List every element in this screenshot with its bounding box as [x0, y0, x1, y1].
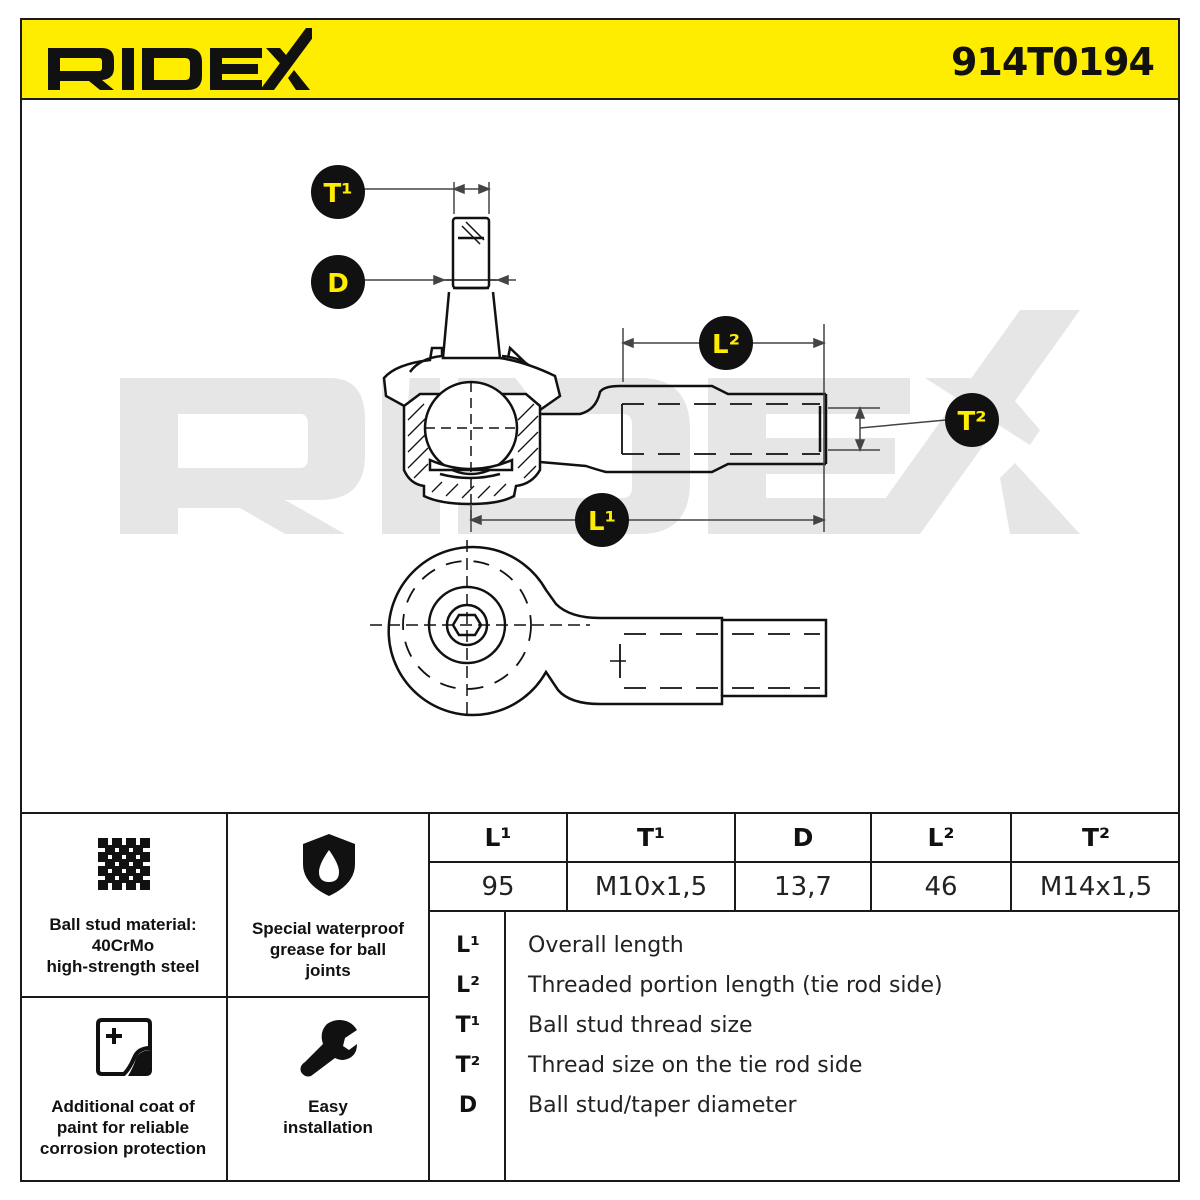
feature-paint: Additional coat of paint for reliable co… [20, 998, 228, 1182]
info-panel: Ball stud material: 40CrMo high-strength… [20, 812, 1180, 1182]
legend-row: T¹ Ball stud thread size [430, 1006, 1180, 1046]
dimension-lines [362, 182, 947, 532]
paint-coat-icon [96, 1018, 152, 1076]
side-view [382, 216, 828, 520]
feature-text-line: installation [283, 1118, 373, 1137]
svg-text:T¹: T¹ [323, 179, 352, 209]
feature-text-line: paint for reliable [56, 1118, 190, 1137]
feature-text-line: joints [305, 961, 351, 980]
callout-t2: T² [945, 393, 999, 447]
legend-description: Threaded portion length (tie rod side) [528, 973, 943, 998]
callout-l1: L¹ [575, 493, 629, 547]
page-frame: 914T0194 [20, 18, 1180, 1182]
legend-symbol: T¹ [455, 1013, 481, 1038]
dimension-legend: L¹ Overall length L² Threaded portion le… [430, 912, 1180, 1182]
feature-text-line: Ball stud material: [49, 915, 197, 934]
feature-text-line: high-strength steel [46, 957, 200, 976]
spec-header-t2: T² [1081, 823, 1110, 852]
feature-text-line: corrosion protection [39, 1139, 207, 1158]
part-number: 914T0194 [950, 40, 1155, 84]
feature-installation: Easy installation [228, 998, 430, 1182]
spec-header-l1: L¹ [430, 814, 568, 861]
legend-divider [504, 912, 506, 1180]
wrench-icon [300, 1020, 357, 1077]
panel-divider [20, 812, 1180, 814]
svg-text:D: D [327, 269, 349, 299]
spec-header-t1: T¹ [568, 814, 736, 861]
ridex-logo [48, 28, 312, 90]
feature-text-line: Special waterproof [251, 919, 405, 938]
legend-row: L¹ Overall length [430, 926, 1180, 966]
feature-text-line: Easy [308, 1097, 348, 1116]
spec-value-t1: M10x1,5 [568, 863, 736, 910]
legend-description: Thread size on the tie rod side [528, 1053, 863, 1078]
legend-description: Ball stud thread size [528, 1013, 753, 1038]
spec-value-d: 13,7 [736, 863, 872, 910]
legend-row: D Ball stud/taper diameter [430, 1086, 1180, 1126]
spec-header-row: L¹ T¹ D L² T² [430, 814, 1180, 863]
header-bar: 914T0194 [22, 20, 1178, 100]
technical-drawing: T¹ D L² T² L¹ [120, 165, 1080, 717]
top-view [370, 540, 828, 717]
spec-value-l1: 95 [430, 863, 568, 910]
feature-grease: Special waterproof grease for ball joint… [228, 814, 430, 998]
specs-table: L¹ T¹ D L² T² 95 M10x1,5 13,7 46 M14x1,5… [430, 812, 1180, 1182]
feature-text-line: grease for ball [269, 940, 387, 959]
legend-symbol: D [458, 1093, 478, 1118]
svg-text:L²: L² [712, 330, 740, 360]
legend-description: Overall length [528, 933, 684, 958]
spec-value-l2: 46 [872, 863, 1012, 910]
spec-value-row: 95 M10x1,5 13,7 46 M14x1,5 [430, 863, 1180, 912]
legend-row: T² Thread size on the tie rod side [430, 1046, 1180, 1086]
spec-value-t2: M14x1,5 [1039, 871, 1153, 902]
legend-symbol: T² [455, 1053, 481, 1078]
feature-text-line: 40CrMo [91, 936, 155, 955]
svg-text:T²: T² [957, 407, 986, 437]
callout-d: D [311, 255, 365, 309]
legend-row: L² Threaded portion length (tie rod side… [430, 966, 1180, 1006]
legend-symbol: L² [456, 973, 480, 998]
material-grid-icon [98, 838, 150, 890]
water-drop-shield-icon [303, 834, 355, 896]
callout-l2: L² [699, 316, 753, 370]
spec-header-l2: L² [872, 814, 1012, 861]
legend-symbol: L¹ [456, 933, 480, 958]
feature-material: Ball stud material: 40CrMo high-strength… [20, 814, 228, 998]
feature-text-line: Additional coat of [51, 1097, 195, 1116]
callout-t1: T¹ [311, 165, 365, 219]
svg-text:L¹: L¹ [588, 507, 616, 537]
spec-header-d: D [736, 814, 872, 861]
legend-description: Ball stud/taper diameter [528, 1093, 797, 1118]
